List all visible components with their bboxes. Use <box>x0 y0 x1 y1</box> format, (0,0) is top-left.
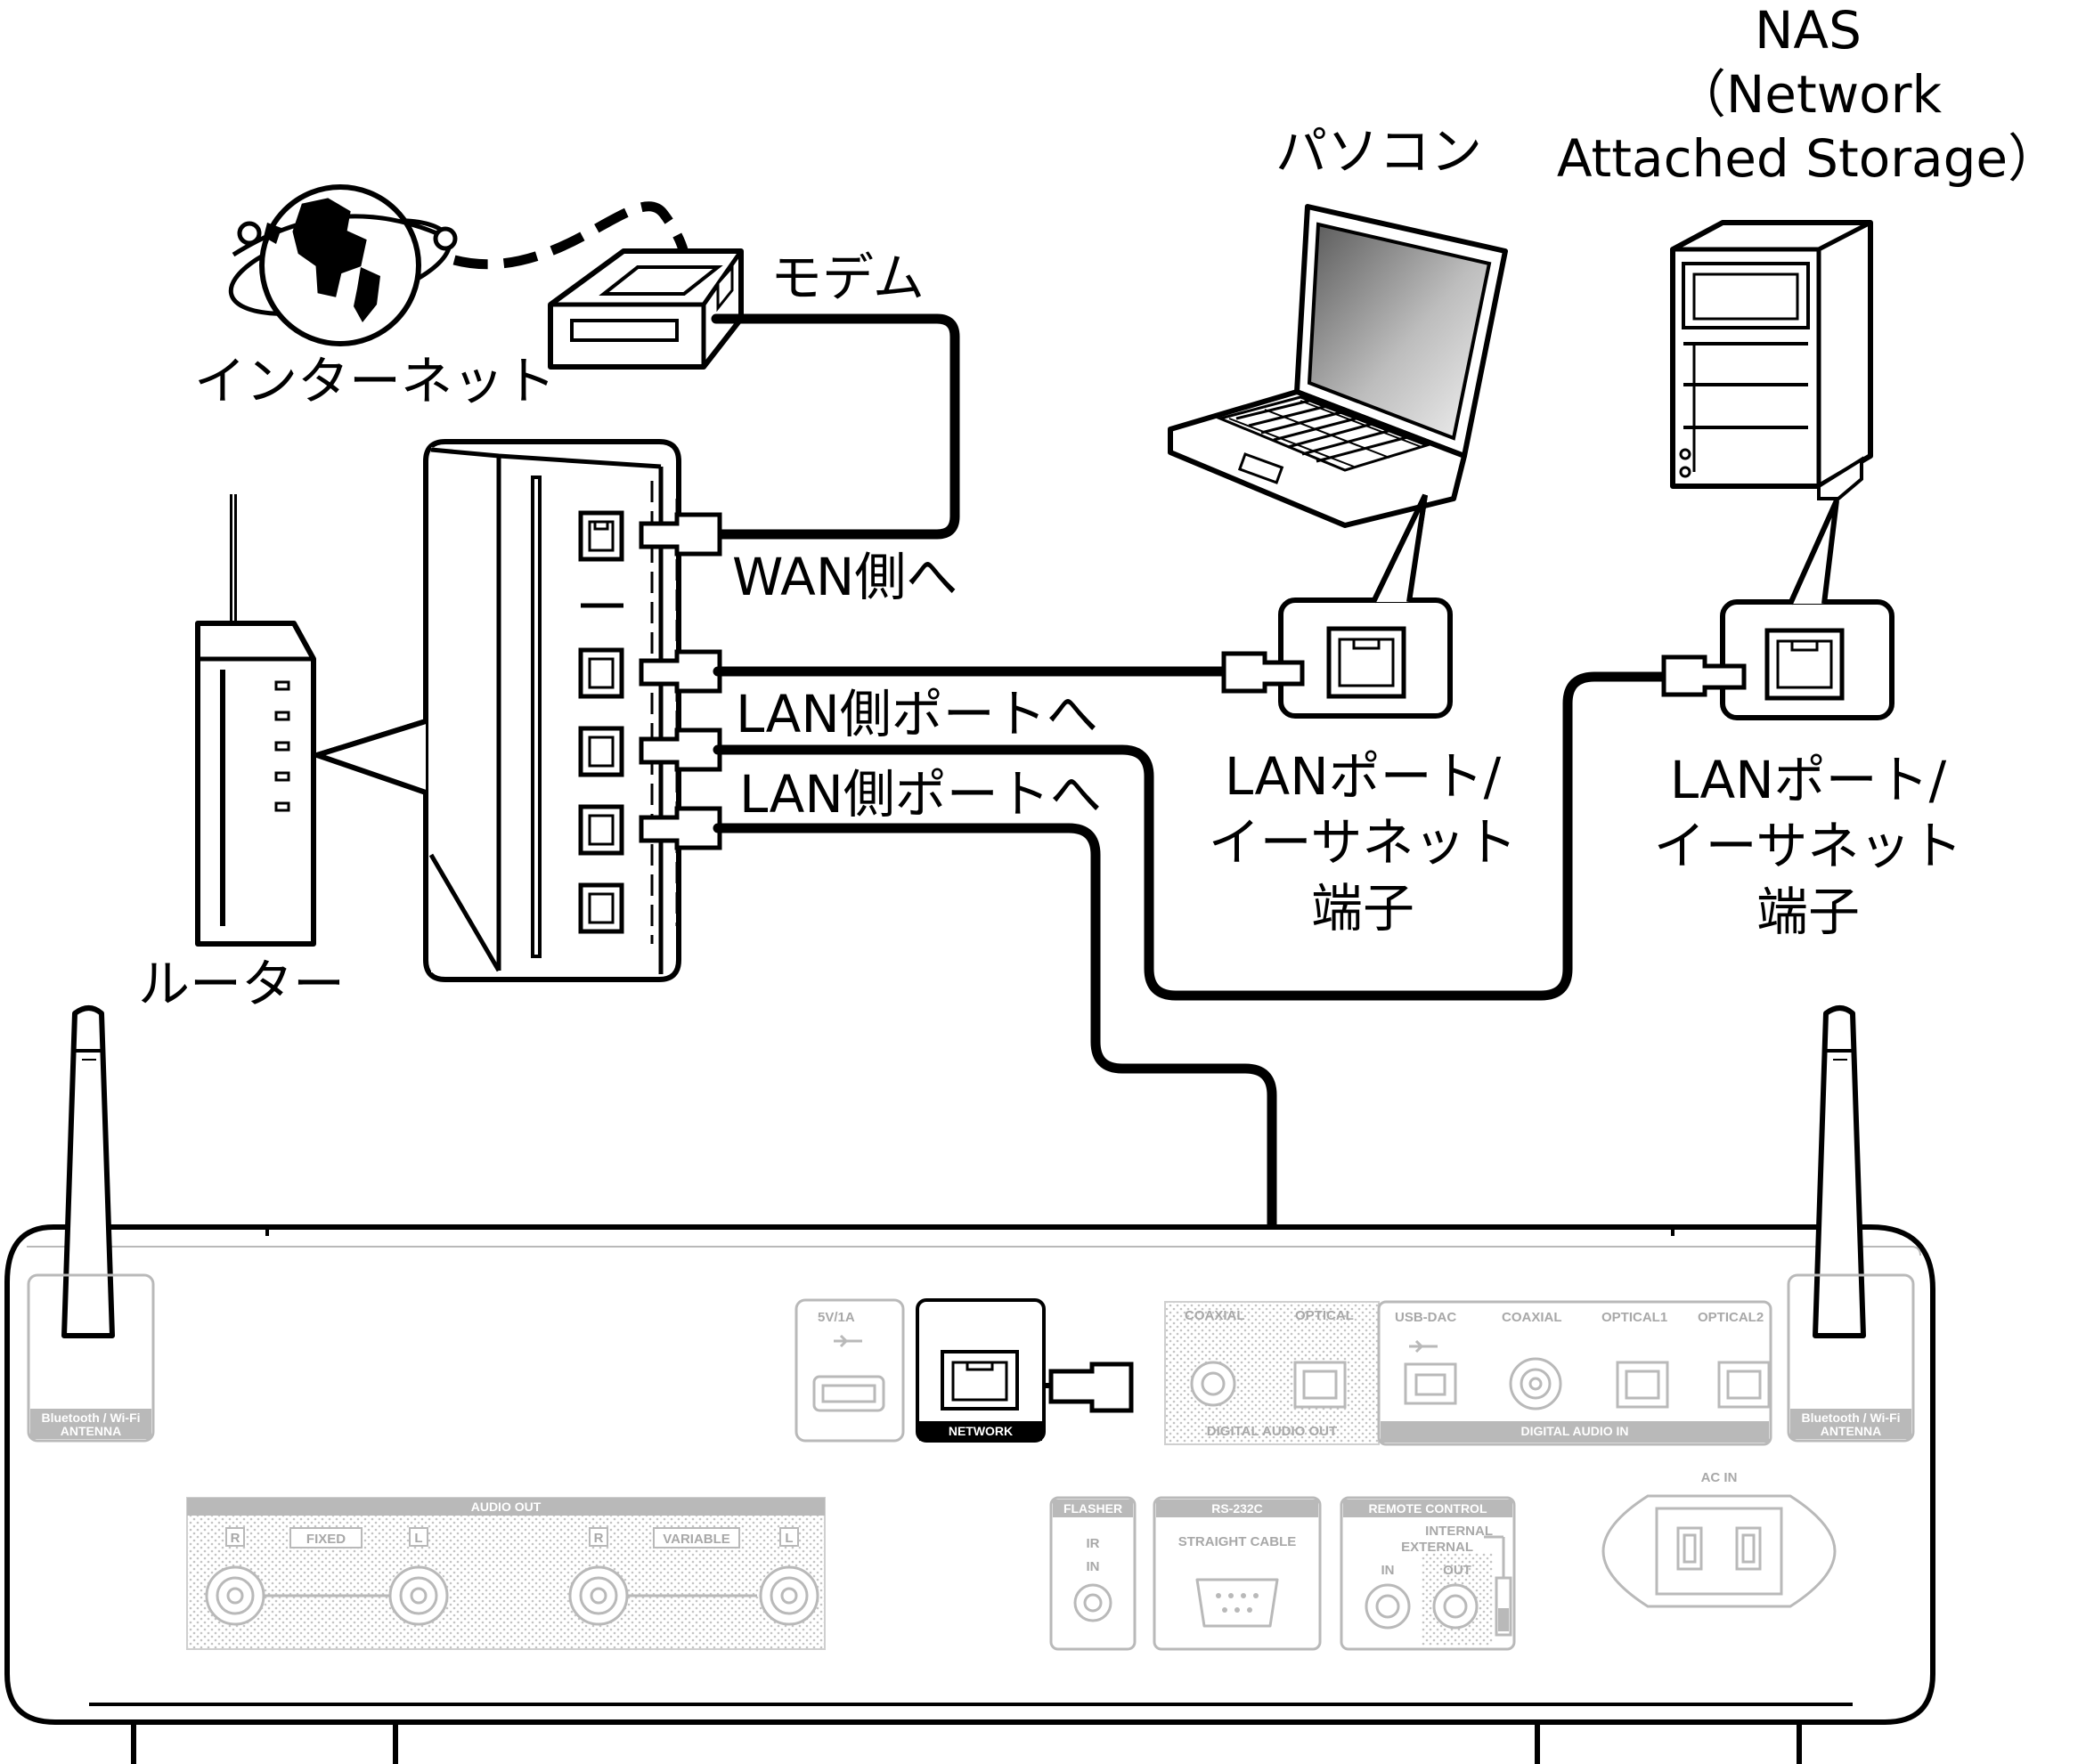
lan-label-1: LAN側ポートへ <box>736 684 1098 744</box>
flasher-in-label: IN <box>1087 1559 1100 1574</box>
pc-port-label-line3: 端子 <box>1311 878 1414 939</box>
antenna-left-label-2: ANTENNA <box>61 1424 121 1438</box>
digital-audio-in: DIGITAL AUDIO IN USB-DAC COAXIAL OPTICAL… <box>1377 1300 1772 1446</box>
nas-port-callout <box>1720 499 1895 720</box>
rs232c-port: RS-232C STRAIGHT CABLE <box>1153 1496 1322 1651</box>
rs232c-cable-label: STRAIGHT CABLE <box>1178 1534 1297 1549</box>
pc-label: パソコン <box>1275 121 1482 182</box>
ac-in-socket: AC IN <box>1601 1470 1837 1608</box>
audio-out-variable-r: R <box>594 1531 604 1546</box>
flasher-ir-label: IR <box>1087 1536 1100 1551</box>
player-network-plug <box>1048 1362 1134 1413</box>
router-wan-port <box>578 510 624 562</box>
network-port: NETWORK <box>916 1298 1046 1443</box>
digital-in-optical1-label: OPTICAL1 <box>1601 1310 1667 1325</box>
rs232c-title: RS-232C <box>1211 1501 1263 1516</box>
nas-cable <box>713 671 1676 1001</box>
internet-label: インターネット <box>194 351 556 411</box>
player-rear-panel: Bluetooth / Wi-Fi ANTENNA Bluetooth / Wi… <box>4 1005 1935 1764</box>
flasher-port: FLASHER IR IN <box>1049 1496 1137 1651</box>
audio-out-title: AUDIO OUT <box>471 1500 542 1514</box>
pc-port-label-line1: LANポート/ <box>1225 746 1502 807</box>
digital-audio-out: COAXIAL OPTICAL DIGITAL AUDIO OUT <box>1164 1301 1380 1445</box>
remote-in-label: IN <box>1381 1563 1395 1578</box>
audio-out-variable-l: L <box>785 1531 793 1546</box>
network-label: NETWORK <box>949 1424 1013 1438</box>
router-lan-port-3 <box>578 804 624 856</box>
antenna-right-label-1: Bluetooth / Wi-Fi <box>1801 1410 1900 1425</box>
lan-label-2: LAN側ポートへ <box>739 764 1102 825</box>
nas-plug <box>1661 654 1747 697</box>
remote-out-label: OUT <box>1443 1563 1471 1578</box>
antenna-left-label-1: Bluetooth / Wi-Fi <box>41 1410 140 1425</box>
digital-out-coaxial-label: COAXIAL <box>1185 1308 1245 1323</box>
audio-out-fixed-l: L <box>414 1531 422 1546</box>
router-label: ルーター <box>138 954 345 1014</box>
nas-port-label-line3: 端子 <box>1756 882 1860 942</box>
audio-out-fixed-r: R <box>231 1531 240 1546</box>
antenna-left-icon <box>61 1005 115 1338</box>
router-lan-port-2 <box>578 726 624 777</box>
nas-label-line3: Attached Storage） <box>1557 128 2059 189</box>
usb-label: 5V/1A <box>818 1310 855 1325</box>
nas-port-label-line1: LANポート/ <box>1670 750 1947 810</box>
audio-out-variable-label: VARIABLE <box>663 1532 730 1547</box>
internet-modem-dashed-link <box>452 201 691 270</box>
usb-port: 5V/1A <box>794 1298 905 1443</box>
remote-internal-label: INTERNAL <box>1425 1524 1493 1539</box>
nas-icon <box>1670 220 1873 500</box>
wan-cable <box>709 313 960 540</box>
digital-in-title: DIGITAL AUDIO IN <box>1520 1424 1628 1438</box>
modem-label: モデム <box>770 248 925 308</box>
wan-label: WAN側へ <box>732 547 957 607</box>
nas-port-label-line2: イーサネット <box>1654 816 1963 876</box>
flasher-title: FLASHER <box>1063 1501 1122 1516</box>
digital-out-title: DIGITAL AUDIO OUT <box>1207 1424 1337 1439</box>
pc-port-label-line2: イーサネット <box>1209 812 1518 873</box>
pc-port-callout <box>1278 493 1453 719</box>
remote-external-label: EXTERNAL <box>1401 1540 1473 1555</box>
digital-out-optical-label: OPTICAL <box>1295 1308 1354 1323</box>
remote-control-port: REMOTE CONTROL INTERNAL EXTERNAL IN OUT <box>1340 1496 1516 1651</box>
ac-in-label: AC IN <box>1701 1470 1738 1485</box>
digital-in-usb-dac-label: USB-DAC <box>1395 1310 1456 1325</box>
nas-label-line2: （Network <box>1675 64 1943 125</box>
router-icon <box>195 494 316 947</box>
digital-in-optical2-label: OPTICAL2 <box>1698 1310 1764 1325</box>
modem-icon <box>548 248 744 370</box>
laptop-icon <box>1168 204 1508 528</box>
router-lan-port-4 <box>578 882 624 934</box>
router-lan-port-1 <box>578 647 624 699</box>
router-port-callout <box>314 439 681 982</box>
pc-plug <box>1221 651 1305 694</box>
audio-out: AUDIO OUT R FIXED L R VARIABLE L <box>186 1497 826 1650</box>
antenna-right-icon <box>1813 1005 1866 1338</box>
digital-in-coaxial-label: COAXIAL <box>1502 1310 1562 1325</box>
internet-globe-icon <box>228 184 458 346</box>
antenna-right-label-2: ANTENNA <box>1821 1424 1881 1438</box>
remote-title: REMOTE CONTROL <box>1369 1501 1487 1516</box>
audio-out-fixed-label: FIXED <box>306 1532 346 1547</box>
router-plugs <box>639 512 722 850</box>
nas-label-line1: NAS <box>1755 0 1862 61</box>
